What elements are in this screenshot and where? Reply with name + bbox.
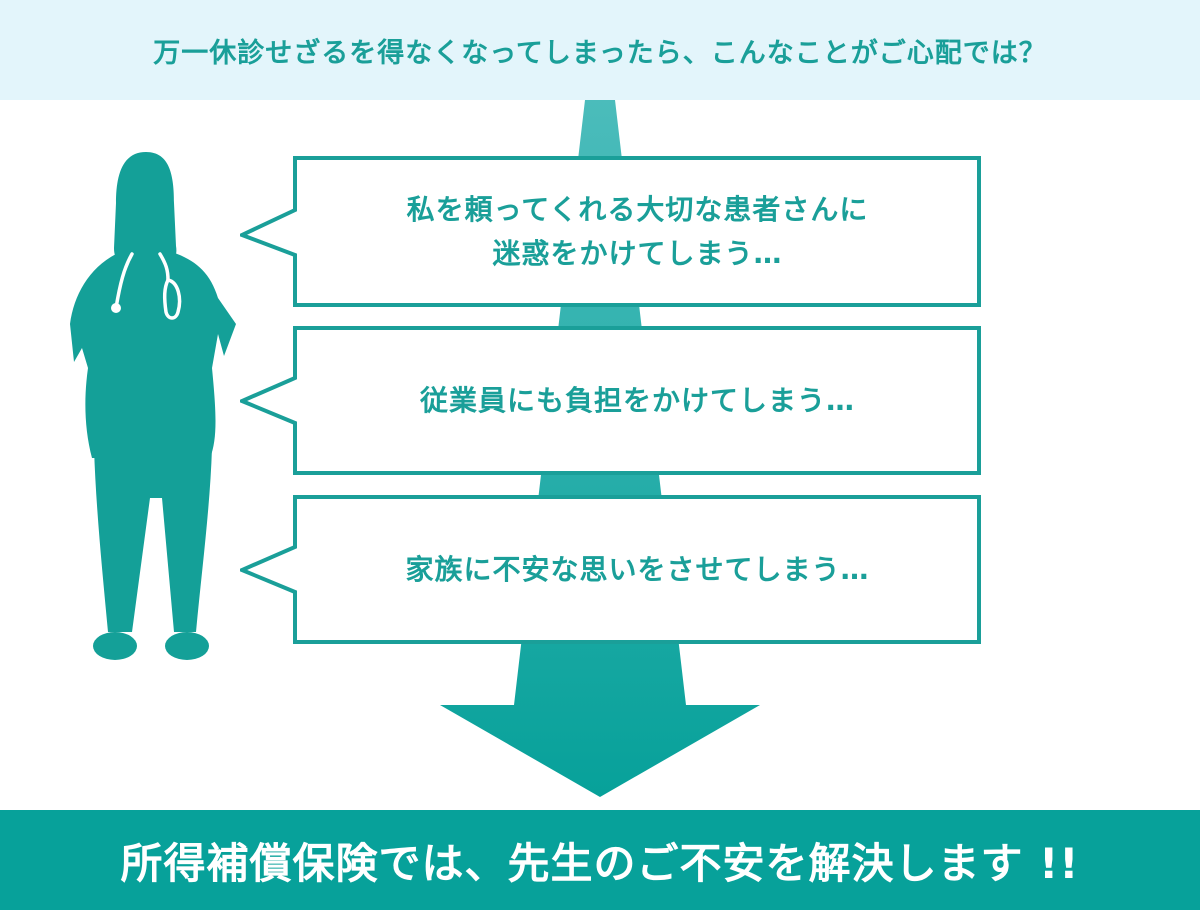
footer-banner: 所得補償保険では、先生のご不安を解決します !! <box>0 810 1200 910</box>
concern-3-line-1: 家族に不安な思いをさせてしまう… <box>405 552 870 586</box>
footer-message: 所得補償保険では、先生のご不安を解決します !! <box>120 838 1080 888</box>
concern-bubble-3 <box>240 495 981 644</box>
concern-1-line-2: 迷惑をかけてしまう… <box>492 236 783 270</box>
concern-text-3: 家族に不安な思いをさせてしまう… <box>295 497 980 642</box>
concern-1-line-1: 私を頼ってくれる大切な患者さんに <box>406 192 869 226</box>
concern-text-1: 私を頼ってくれる大切な患者さんに 迷惑をかけてしまう… <box>295 158 980 305</box>
stethoscope-icon <box>114 252 182 320</box>
concern-bubble-1 <box>240 156 981 307</box>
doctor-silhouette-icon <box>70 152 236 660</box>
concern-text-2: 従業員にも負担をかけてしまう… <box>295 328 980 473</box>
concern-2-line-1: 従業員にも負担をかけてしまう… <box>419 383 855 417</box>
header-banner: 万一休診せざるを得なくなってしまったら、こんなことがご心配では？ <box>0 0 1200 100</box>
header-question: 万一休診せざるを得なくなってしまったら、こんなことがご心配では？ <box>153 37 1047 69</box>
concern-bubble-2 <box>240 326 981 475</box>
